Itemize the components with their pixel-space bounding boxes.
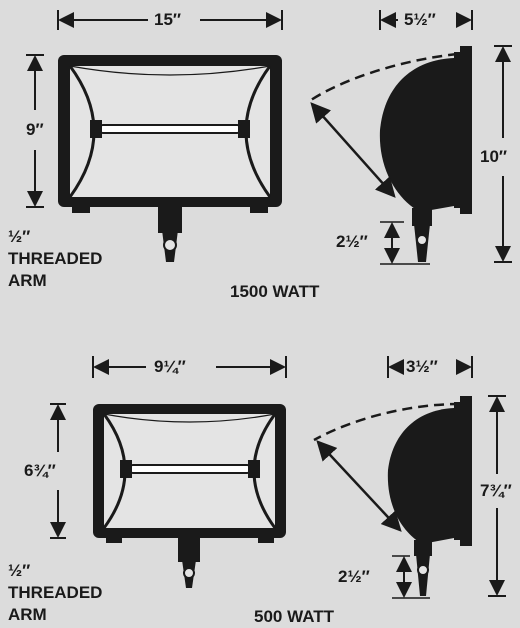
unit-500w-wattage-label: 500 WATT bbox=[254, 607, 334, 626]
unit-1500w-wattage-label: 1500 WATT bbox=[230, 282, 320, 301]
unit-1500w-height-label: 9″ bbox=[24, 120, 46, 139]
unit-1500w-arm-size-label: ½″ bbox=[8, 227, 31, 246]
unit-1500w-dimension-lines bbox=[26, 10, 512, 265]
unit-1500w-width-label: 15″ bbox=[152, 10, 184, 29]
unit-500w-arm-label-line-2: ARM bbox=[8, 605, 47, 624]
unit-1500w-depth-label: 5½″ bbox=[402, 10, 438, 29]
unit-500w-height-label: 6¾″ bbox=[22, 461, 58, 480]
unit-1500w-side-view bbox=[307, 46, 472, 262]
unit-1500w-arm-label-line-1: THREADED bbox=[8, 249, 103, 268]
unit-1500w-arm-length-label: 2½″ bbox=[334, 232, 370, 251]
unit-500w-depth-label: 3½″ bbox=[404, 357, 440, 376]
unit-500w-front-view bbox=[93, 404, 286, 588]
unit-1500w-arm-label-line-2: ARM bbox=[8, 271, 47, 290]
unit-500w-dimension-lines bbox=[50, 356, 506, 599]
unit-500w-arm-label-line-1: THREADED bbox=[8, 583, 103, 602]
unit-500w-arm-length-label: 2½″ bbox=[336, 567, 372, 586]
unit-500w-arm-size-label: ½″ bbox=[8, 561, 31, 580]
unit-500w-overall-height-label: 7¾″ bbox=[478, 481, 514, 500]
unit-1500w-front-view bbox=[58, 55, 282, 262]
unit-500w-side-view bbox=[313, 396, 472, 596]
unit-1500w-overall-height-label: 10″ bbox=[478, 147, 510, 166]
unit-500w-width-label: 9¼″ bbox=[152, 357, 188, 376]
